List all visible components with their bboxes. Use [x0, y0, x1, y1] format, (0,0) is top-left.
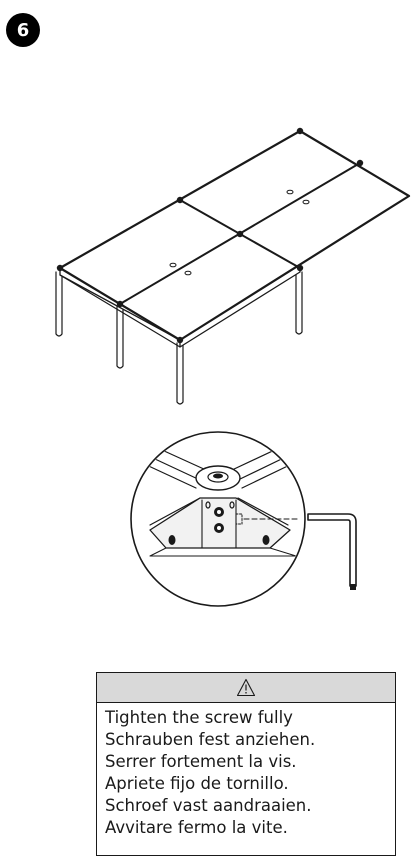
warning-line-en: Tighten the screw fully	[105, 708, 293, 727]
detail-circle	[130, 431, 306, 607]
step-number-badge: 6	[6, 13, 40, 47]
warning-panel: Tighten the screw fully Schrauben fest a…	[96, 672, 396, 856]
warning-line-fr: Serrer fortement la vis.	[105, 752, 297, 771]
warning-text: Tighten the screw fully Schrauben fest a…	[97, 703, 395, 839]
warning-line-it: Avvitare fermo la vite.	[105, 818, 288, 837]
warning-line-nl: Schroef vast aandraaien.	[105, 796, 312, 815]
step-number: 6	[16, 19, 30, 41]
table-leg-right	[295, 271, 303, 335]
warning-line-es: Apriete fijo de tornillo.	[105, 774, 289, 793]
warning-header	[97, 673, 395, 703]
table-leg-front	[176, 342, 184, 405]
warning-line-de: Schrauben fest anziehen.	[105, 730, 316, 749]
table-leg-front-left	[116, 305, 124, 369]
warning-triangle-icon	[236, 678, 256, 697]
allen-key-icon	[307, 513, 357, 590]
table-drawing	[55, 127, 411, 405]
assembly-illustration	[55, 127, 411, 607]
table-leg-left	[55, 271, 63, 337]
